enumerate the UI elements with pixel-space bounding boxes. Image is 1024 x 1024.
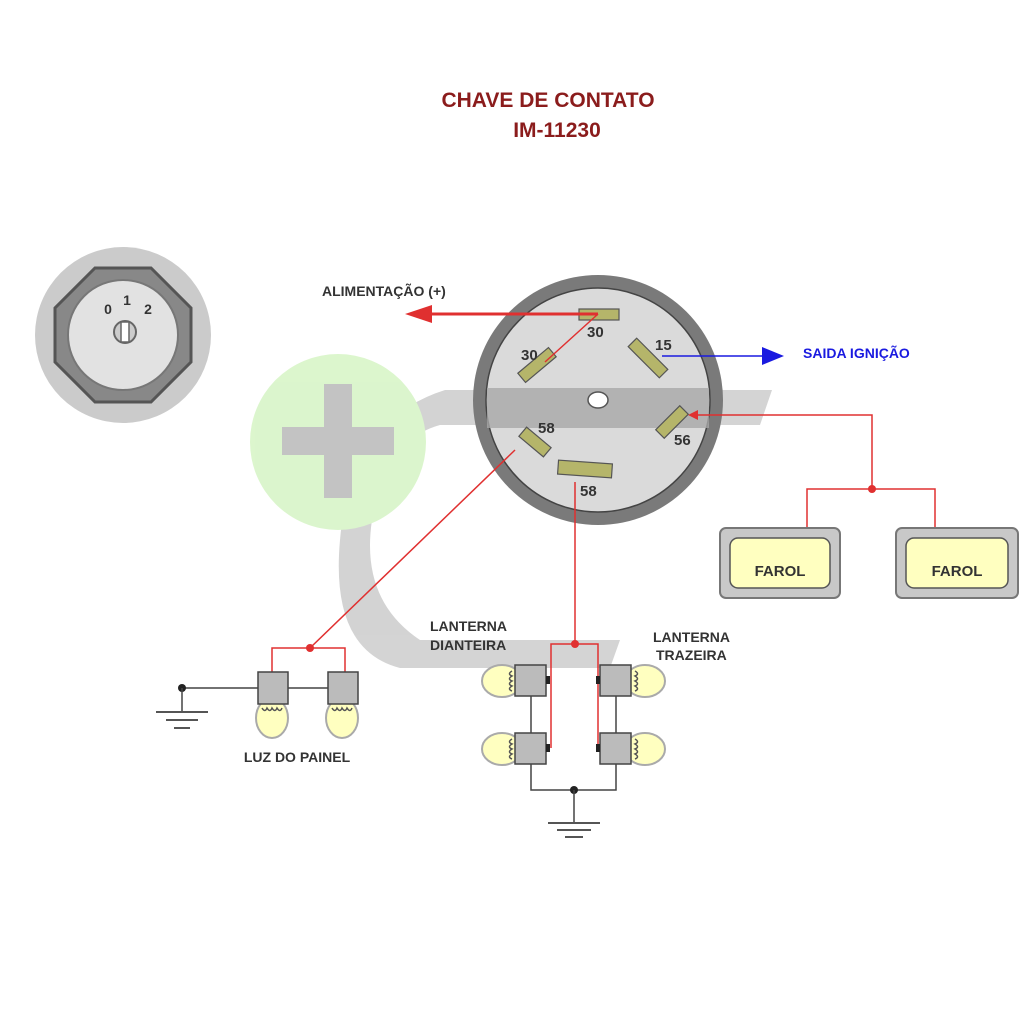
pin-58-left [518,426,552,458]
key-position-2: 2 [144,301,152,317]
label-lanterna-dianteira-1: LANTERNA [430,618,507,634]
ignition-wire [662,347,784,365]
power-wire [405,305,599,363]
pin-15 [627,337,669,379]
pin-label-56: 56 [674,432,691,449]
farol-left: FAROL [719,527,841,599]
pin-label-58-bottom: 58 [580,483,597,500]
pin-label-15: 15 [655,337,672,354]
pin-58-bottom [556,459,614,479]
pin-label-58-left: 58 [538,420,555,437]
label-saida-ignicao: SAIDA IGNIÇÃO [803,344,910,361]
pin-label-30-left: 30 [521,347,538,364]
panel-lights [156,449,516,739]
key-position-0: 0 [104,301,112,317]
title-line2: IM-11230 [513,119,601,142]
watermark [250,354,772,668]
farol-right-label: FAROL [932,563,983,580]
label-alimentacao: ALIMENTAÇÃO (+) [322,282,446,299]
arrow-left-icon [405,305,432,323]
center-hole [587,391,609,409]
pin-30-left [516,346,558,384]
ground-icon [156,711,208,729]
ground-icon [548,822,600,838]
farol-right: FAROL [895,527,1019,599]
label-lanterna-dianteira-2: DIANTEIRA [430,637,506,653]
lanterns [481,482,666,838]
label-lanterna-trazeira-2: TRAZEIRA [656,647,727,663]
connector-plug: 30 30 15 58 56 58 [473,275,723,525]
key-position-1: 1 [123,292,131,308]
pin-56 [654,404,690,440]
label-luz-do-painel: LUZ DO PAINEL [244,749,351,765]
headlight-wire [692,414,936,528]
title-line1: CHAVE DE CONTATO [441,89,654,112]
label-lanterna-trazeira-1: LANTERNA [653,629,730,645]
ignition-key-switch: 0 1 2 [35,247,211,423]
farol-left-label: FAROL [755,563,806,580]
arrow-right-icon [762,347,784,365]
pin-label-30-top: 30 [587,324,604,341]
